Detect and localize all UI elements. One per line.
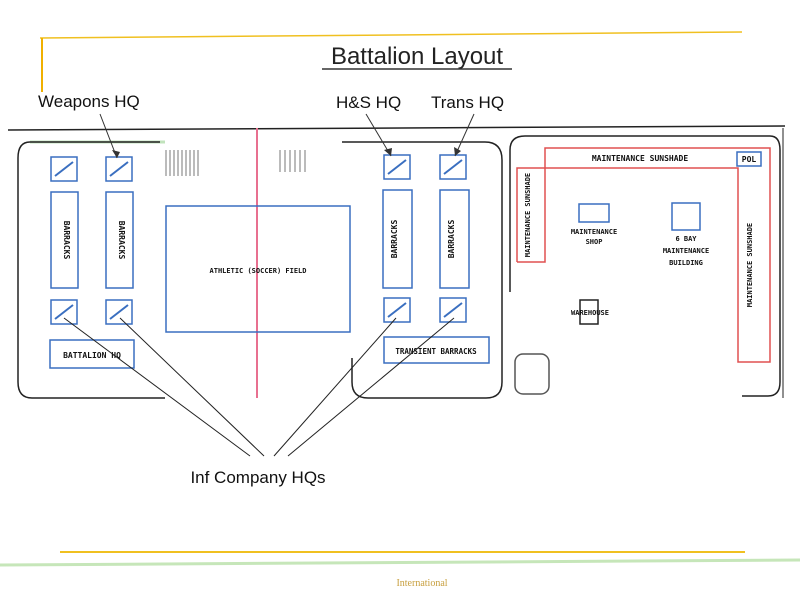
maintenance-shop-label-1: MAINTENANCE [571, 228, 617, 236]
maintenance-sunshade [516, 147, 771, 363]
inf-company-hqs-label: Inf Company HQs [190, 468, 325, 487]
barracks-middle-2-label: BARRACKS [447, 220, 456, 259]
athletic-field-label: ATHLETIC (SOCCER) FIELD [210, 267, 307, 275]
bay-building-label-1: 6 BAY [675, 235, 697, 243]
left-compound-outline [17, 141, 165, 399]
top-accent-line [39, 31, 743, 39]
inf-company-hq-leaders [63, 317, 455, 457]
bottom-green-line [0, 558, 800, 567]
transient-barracks-building [383, 336, 490, 364]
pol-building [736, 151, 762, 167]
sunshade-top-label: MAINTENANCE SUNSHADE [592, 154, 689, 163]
bay-building-label-3: BUILDING [669, 259, 703, 267]
barracks-left-2 [105, 191, 134, 289]
perimeter-road [7, 125, 786, 131]
warehouse-building [579, 299, 599, 325]
hs-hq-label: H&S HQ [336, 93, 401, 112]
barracks-left-2-label: BARRACKS [117, 221, 126, 260]
hs-hq-arrow [365, 113, 392, 157]
maintenance-shop-building [578, 203, 610, 223]
page-title: Battalion Layout [331, 43, 503, 70]
warehouse-label: WAREHOUSE [571, 309, 609, 317]
gate-structure [514, 353, 550, 395]
maintenance-shop-label-2: SHOP [586, 238, 603, 246]
sunshade-right-label: MAINTENANCE SUNSHADE [746, 223, 754, 307]
footer-text: International [396, 578, 447, 589]
barracks-left-1-label: BARRACKS [62, 221, 71, 260]
athletic-field [165, 205, 351, 333]
barracks-middle-1 [382, 189, 413, 289]
trans-hq-label: Trans HQ [431, 93, 504, 112]
right-compound-outline [509, 135, 781, 397]
sunshade-left-label: MAINTENANCE SUNSHADE [524, 173, 532, 257]
barracks-left-1 [50, 191, 79, 289]
trans-hq-arrow [454, 113, 475, 157]
bay-building-label-2: MAINTENANCE [663, 247, 709, 255]
barracks-middle-2 [439, 189, 470, 289]
barracks-middle-1-label: BARRACKS [390, 220, 399, 259]
weapons-hq-label: Weapons HQ [38, 92, 140, 111]
crosswalk [165, 150, 306, 176]
battalion-hq-building [49, 339, 135, 369]
battalion-hq-label: BATTALION HQ [63, 351, 121, 360]
transient-barracks-label: TRANSIENT BARRACKS [395, 347, 477, 356]
pol-label: POL [742, 155, 757, 164]
middle-compound-outline [342, 141, 503, 399]
bay-maintenance-building [671, 202, 701, 231]
